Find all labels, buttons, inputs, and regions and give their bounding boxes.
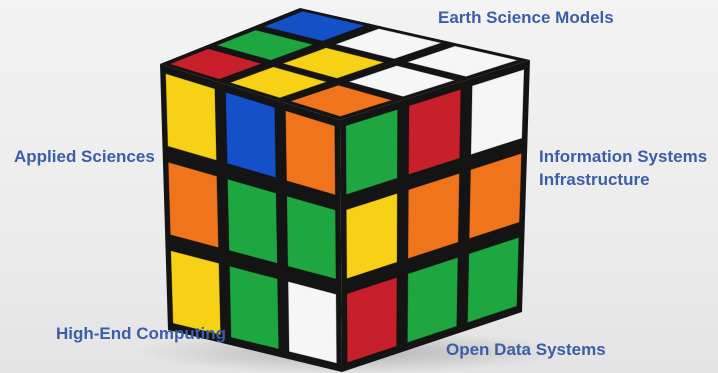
right-face-sticker-1-2 bbox=[468, 152, 522, 240]
left-face-sticker-1-2 bbox=[286, 195, 337, 280]
left-face-sticker-1-0 bbox=[167, 161, 219, 249]
right-face-sticker-1-0 bbox=[345, 192, 398, 280]
right-face-sticker-2-1 bbox=[406, 256, 459, 344]
right-face-sticker-0-1 bbox=[408, 88, 462, 176]
left-face-sticker-2-2 bbox=[287, 281, 338, 364]
left-face-sticker-0-1 bbox=[225, 91, 277, 179]
rubiks-cube bbox=[160, 8, 530, 372]
left-face-sticker-1-1 bbox=[227, 178, 278, 264]
left-face-sticker-2-1 bbox=[229, 265, 280, 350]
label-open-data-systems: Open Data Systems bbox=[446, 340, 606, 359]
label-earth-science-models: Earth Science Models bbox=[438, 8, 614, 27]
left-face-sticker-0-0 bbox=[165, 73, 217, 161]
top-face-sticker-1-2 bbox=[335, 28, 442, 60]
left-face-sticker-0-2 bbox=[285, 110, 336, 196]
label-applied-sciences: Applied Sciences bbox=[14, 147, 155, 166]
right-face-sticker-2-2 bbox=[467, 236, 520, 324]
top-face-sticker-2-0 bbox=[290, 84, 393, 117]
top-face-sticker-0-1 bbox=[216, 29, 314, 61]
label-high-end-computing: High-End Computing bbox=[56, 324, 226, 343]
right-face-sticker-0-2 bbox=[470, 68, 525, 156]
top-face-sticker-0-0 bbox=[169, 48, 263, 80]
top-face-sticker-2-2 bbox=[406, 45, 518, 78]
left-face-sticker-2-0 bbox=[170, 250, 222, 336]
top-face-sticker-1-0 bbox=[229, 66, 328, 99]
top-face-sticker-1-1 bbox=[282, 47, 385, 79]
label-information-systems-infrastructure: Information Systems Infrastructure bbox=[539, 145, 707, 191]
right-face-sticker-1-1 bbox=[407, 172, 460, 260]
label-information-systems-line2: Infrastructure bbox=[539, 170, 650, 189]
top-face-sticker-0-2 bbox=[263, 10, 366, 42]
right-face-sticker-0-0 bbox=[345, 108, 399, 196]
right-face-sticker-2-0 bbox=[346, 276, 398, 364]
top-face-sticker-2-1 bbox=[348, 65, 456, 98]
label-information-systems-line1: Information Systems bbox=[539, 147, 708, 166]
